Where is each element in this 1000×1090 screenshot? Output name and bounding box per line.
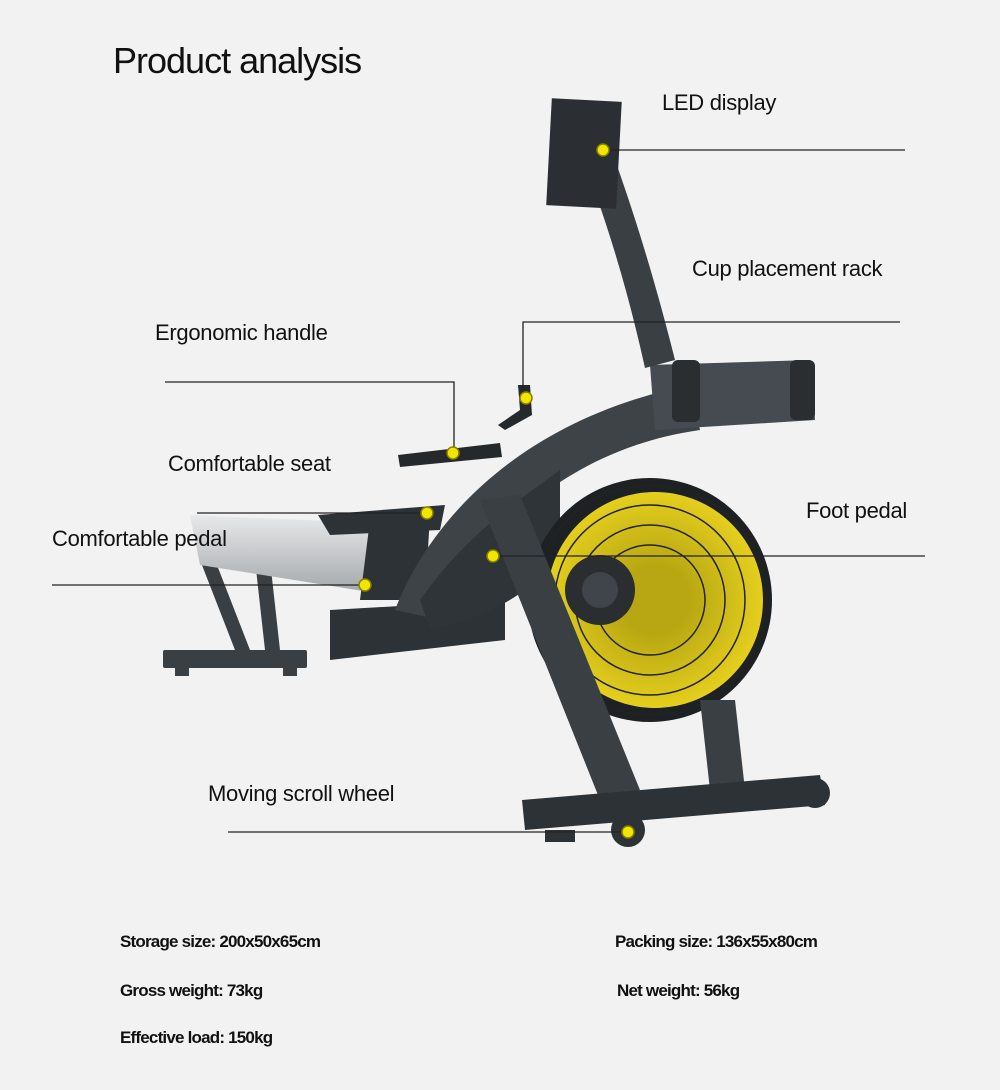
front-leg xyxy=(480,495,640,800)
callout-lines xyxy=(52,149,925,833)
spec-net-weight: Net weight: 56kg xyxy=(617,981,740,1000)
rear-stand xyxy=(163,560,307,676)
label-comfortable-pedal: Comfortable pedal xyxy=(52,526,227,551)
marker-cup-rack xyxy=(519,391,533,405)
page-title: Product analysis xyxy=(113,40,362,81)
marker-seat xyxy=(420,506,434,520)
label-scroll-wheel: Moving scroll wheel xyxy=(208,781,395,806)
led-display xyxy=(546,98,622,209)
marker-handle xyxy=(446,446,460,460)
marker-pedal xyxy=(358,578,372,592)
label-foot-pedal: Foot pedal xyxy=(806,498,907,523)
label-cup-rack: Cup placement rack xyxy=(692,256,883,281)
label-led-display: LED display xyxy=(662,90,777,115)
marker-scroll-wheel xyxy=(621,825,635,839)
front-base xyxy=(522,775,830,847)
fan-wheel xyxy=(528,478,772,722)
label-ergonomic-handle: Ergonomic handle xyxy=(155,320,328,345)
monitor-arm xyxy=(585,160,675,368)
spec-gross-weight: Gross weight: 73kg xyxy=(120,981,263,1000)
rear-fan-leg xyxy=(700,700,745,790)
upper-cross-bar xyxy=(650,360,815,430)
marker-led-display xyxy=(596,143,610,157)
marker-foot-pedal xyxy=(486,549,500,563)
spec-packing-size: Packing size: 136x55x80cm xyxy=(615,932,818,951)
spec-effective-load: Effective load: 150kg xyxy=(120,1028,273,1047)
spec-storage-size: Storage size: 200x50x65cm xyxy=(120,932,321,951)
label-comfortable-seat: Comfortable seat xyxy=(168,451,331,476)
